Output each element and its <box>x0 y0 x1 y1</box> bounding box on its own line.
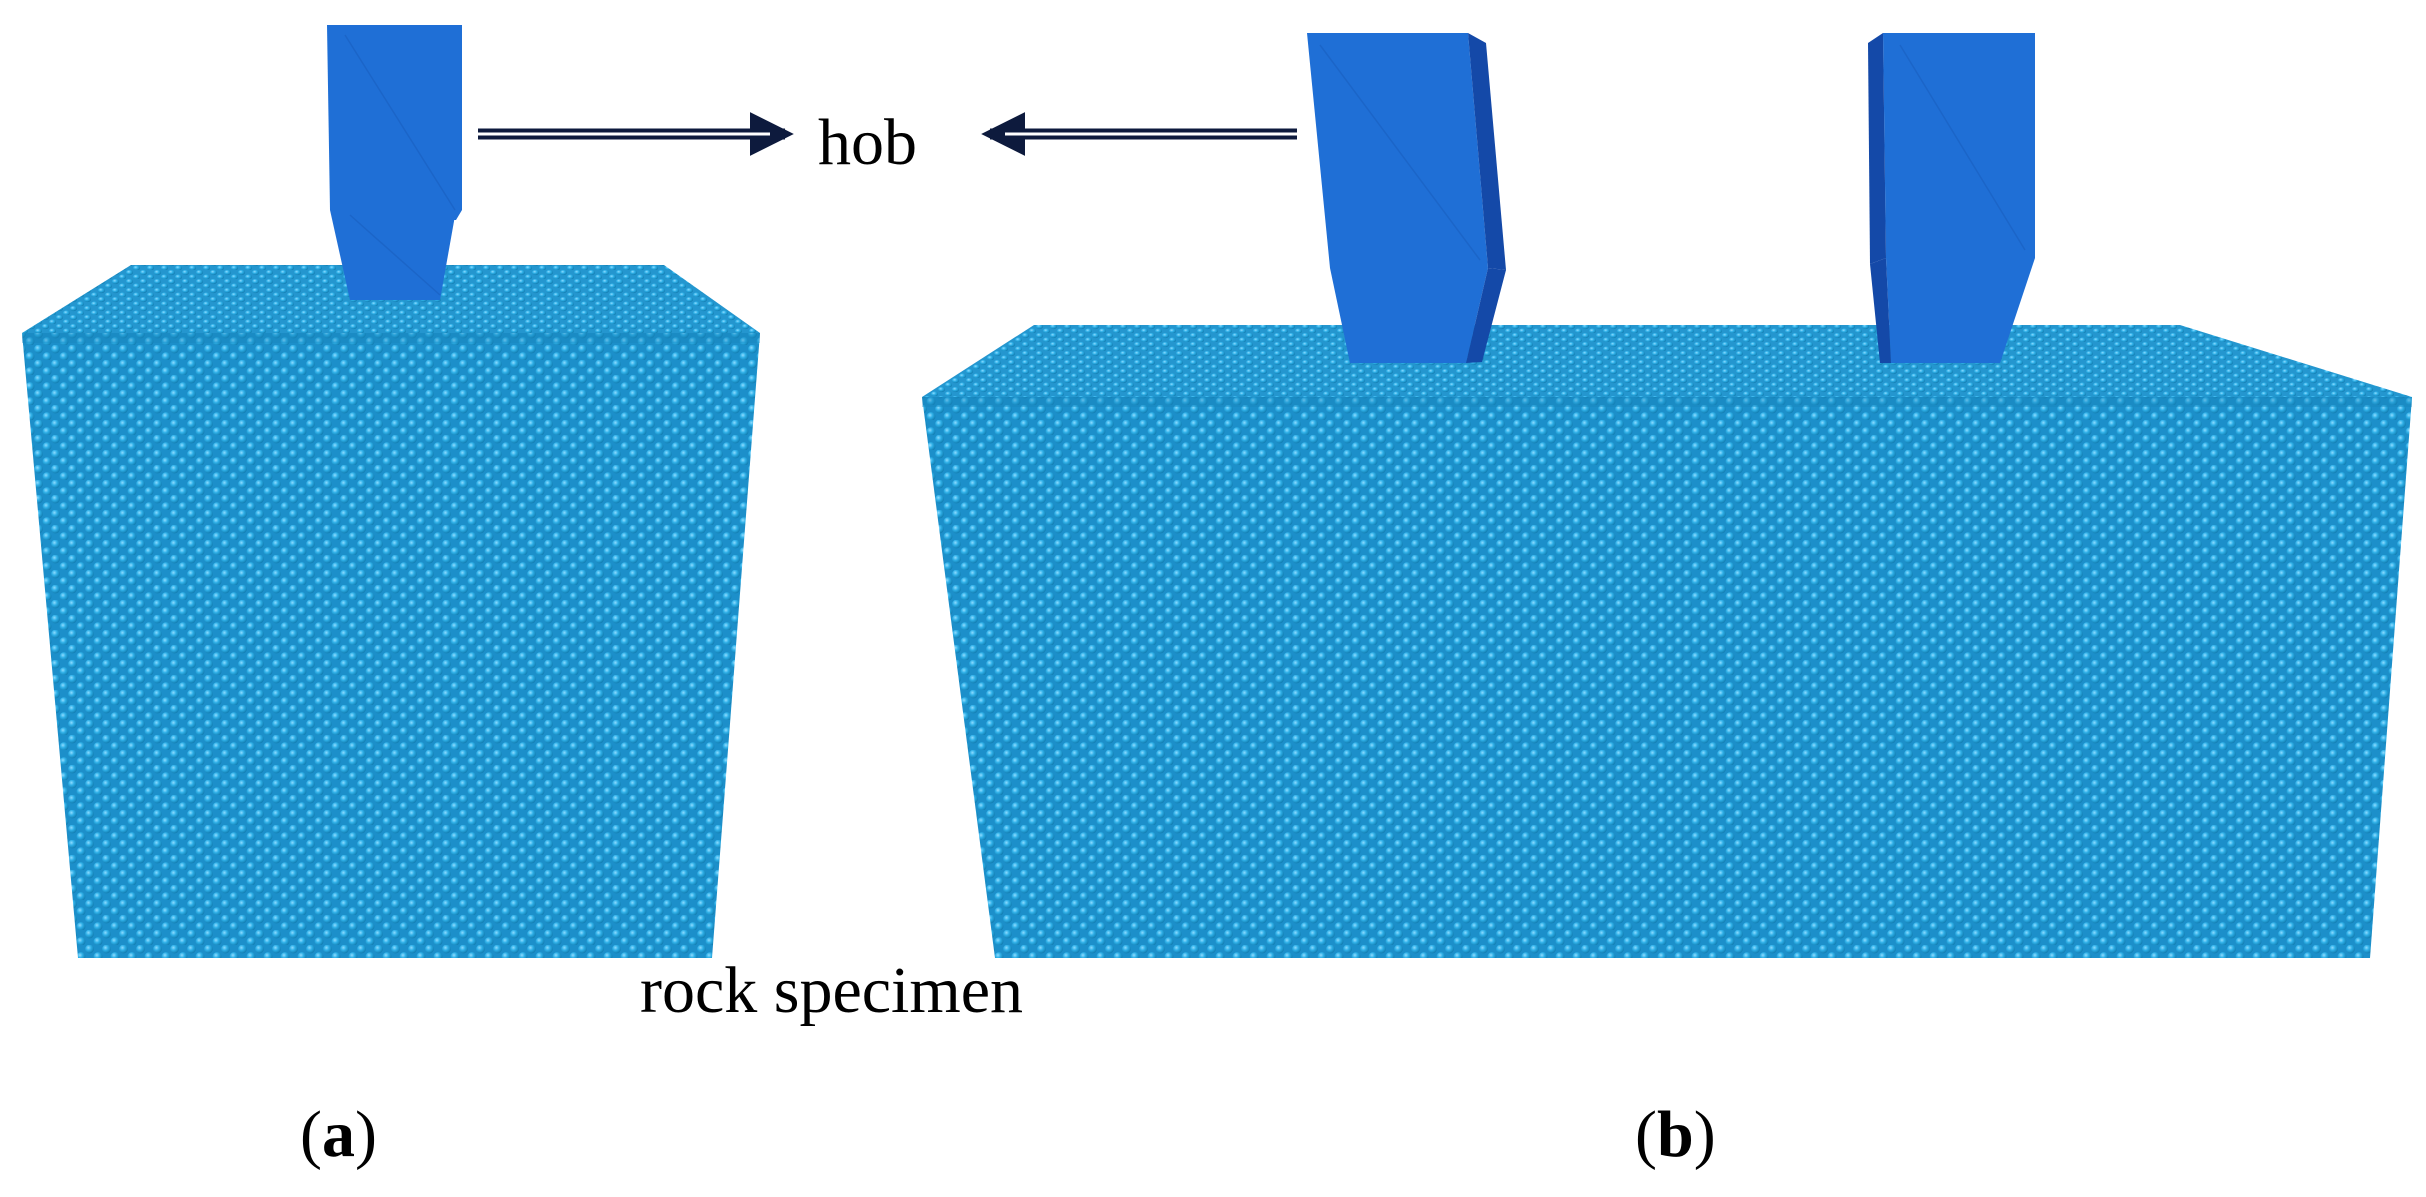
hob-b-right-tip-side <box>1870 258 1891 363</box>
rock-specimen-label: rock specimen <box>640 954 1024 1027</box>
hob-a <box>327 25 462 300</box>
hob-a-shank <box>327 25 462 220</box>
panel-b-paren-close: ) <box>1693 1098 1716 1171</box>
hob-b-left-shank <box>1307 33 1488 268</box>
hob-b-right-side <box>1868 33 1886 264</box>
panel-a-label: (a) <box>300 1102 377 1168</box>
panel-b-label: (b) <box>1635 1102 1716 1168</box>
hob-label: hob <box>818 106 917 179</box>
hob-b-right-tip <box>1886 258 2035 363</box>
panel-a-letter: a <box>321 1098 355 1171</box>
specimen-a-edge-shade <box>22 333 760 343</box>
specimen-b-front-face <box>922 397 2412 958</box>
specimen-a <box>22 265 760 958</box>
hob-b-right-shank <box>1883 33 2035 258</box>
panel-b-paren-open: ( <box>1635 1098 1657 1171</box>
specimen-a-front-face <box>22 333 760 958</box>
specimen-b <box>922 325 2412 958</box>
hob-b-right <box>1868 33 2035 363</box>
panel-b-letter: b <box>1656 1098 1694 1171</box>
specimen-b-edge-shade <box>922 397 2412 407</box>
hob-b-left <box>1307 33 1506 363</box>
hob-b-left-tip <box>1330 268 1488 363</box>
panel-a-paren-close: ) <box>354 1098 377 1171</box>
hob-b-left-side <box>1468 33 1506 270</box>
hob-a-tip <box>330 210 456 300</box>
hob-b-left-tip-side <box>1466 268 1506 363</box>
specimen-b-top-face <box>922 325 2412 397</box>
panel-a-paren-open: ( <box>300 1098 322 1171</box>
